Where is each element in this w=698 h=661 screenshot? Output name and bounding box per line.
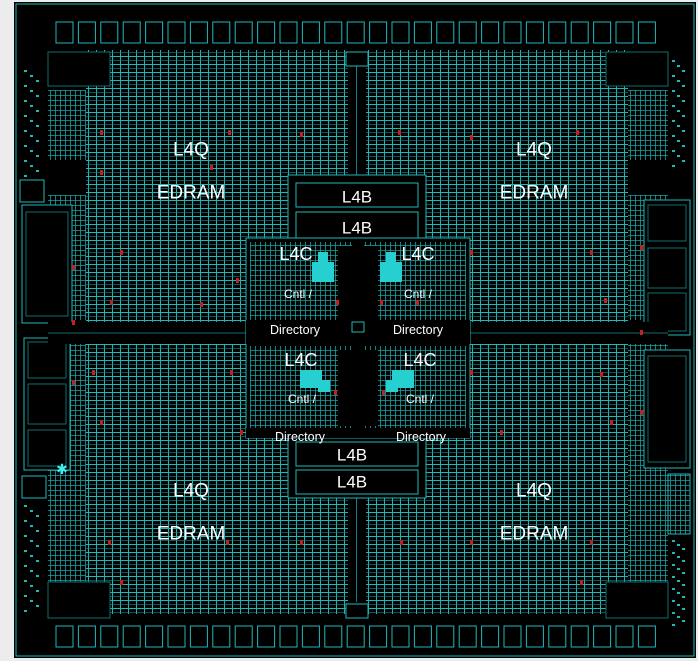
io-pad xyxy=(145,21,164,44)
red-markers xyxy=(72,130,643,585)
l4c-tl-name: L4C xyxy=(279,244,313,264)
l4c-tl-dir: Directory xyxy=(269,322,321,337)
q-bottom-right-type: EDRAM xyxy=(499,523,569,545)
io-pad xyxy=(525,21,544,44)
io-pad xyxy=(525,625,544,648)
io-pad xyxy=(413,625,432,648)
io-pad xyxy=(257,21,276,44)
l4b-block-4 xyxy=(295,469,419,495)
top-io-pads xyxy=(55,21,656,44)
io-pad xyxy=(234,21,253,44)
l4c-bl-name: L4C xyxy=(284,350,318,370)
io-pad xyxy=(458,625,477,648)
l4c-br-name: L4C xyxy=(403,350,437,370)
io-pad xyxy=(637,625,656,648)
io-pad xyxy=(391,21,410,44)
l4c-bl-dir: Directory xyxy=(274,429,326,444)
io-pad xyxy=(503,625,522,648)
io-pad xyxy=(100,21,119,44)
io-pad xyxy=(458,21,477,44)
l4b-block-3 xyxy=(295,441,419,467)
q-bottom-right-name: L4Q xyxy=(516,480,552,502)
io-pad xyxy=(481,625,500,648)
io-pad xyxy=(257,625,276,648)
io-pad xyxy=(369,21,388,44)
io-pad xyxy=(145,625,164,648)
io-pad xyxy=(615,625,634,648)
q-top-right-name: L4Q xyxy=(516,139,552,161)
l4b-label-2: L4B xyxy=(341,218,373,238)
io-pad xyxy=(346,21,365,44)
io-pad xyxy=(548,21,567,44)
l4c-block-bottom-right xyxy=(364,346,466,428)
l4b-label-1: L4B xyxy=(341,187,373,207)
io-pad xyxy=(593,625,612,648)
io-pad xyxy=(122,625,141,648)
io-pad xyxy=(55,21,74,44)
io-pad xyxy=(593,21,612,44)
io-pad xyxy=(436,21,455,44)
io-pad xyxy=(637,21,656,44)
l4c-tr-dir: Directory xyxy=(392,322,444,337)
l4b-block-2 xyxy=(295,211,419,239)
io-pad xyxy=(77,21,96,44)
io-pad xyxy=(55,625,74,648)
io-pad xyxy=(391,625,410,648)
q-top-left-name: L4Q xyxy=(173,139,209,161)
io-pad xyxy=(234,625,253,648)
q-top-right-type: EDRAM xyxy=(499,182,569,204)
io-pad xyxy=(481,21,500,44)
io-pad xyxy=(167,625,186,648)
io-pad xyxy=(212,21,231,44)
io-pad xyxy=(346,625,365,648)
io-pad xyxy=(324,21,343,44)
q-bottom-left-name: L4Q xyxy=(173,480,209,502)
io-pad xyxy=(570,625,589,648)
l4c-block-top-left xyxy=(250,242,352,322)
io-pad xyxy=(279,625,298,648)
io-pad xyxy=(413,21,432,44)
l4c-bl-ctl: Cntl / xyxy=(287,392,317,406)
io-pad xyxy=(189,625,208,648)
io-pad xyxy=(548,625,567,648)
io-pad xyxy=(369,625,388,648)
io-pad xyxy=(324,625,343,648)
bottom-io-pads xyxy=(55,625,656,648)
l4c-tr-name: L4C xyxy=(401,244,435,264)
io-pad xyxy=(77,625,96,648)
io-pad xyxy=(122,21,141,44)
io-pad xyxy=(167,21,186,44)
l4b-label-4: L4B xyxy=(336,472,368,492)
l4c-br-dir: Directory xyxy=(395,429,447,444)
io-pad xyxy=(301,21,320,44)
io-pad xyxy=(301,625,320,648)
svg-text:✱: ✱ xyxy=(56,462,68,478)
io-pad xyxy=(503,21,522,44)
l4c-tl-ctl: Cntl / xyxy=(283,287,313,301)
io-pad xyxy=(212,625,231,648)
io-pad xyxy=(279,21,298,44)
io-pad xyxy=(100,625,119,648)
io-pad xyxy=(189,21,208,44)
l4c-tr-ctl: Cntl / xyxy=(403,287,433,301)
l4b-block-1 xyxy=(295,182,419,208)
q-bottom-left-type: EDRAM xyxy=(156,523,226,545)
q-top-left-type: EDRAM xyxy=(156,182,226,204)
io-pad xyxy=(615,21,634,44)
l4c-br-ctl: Cntl / xyxy=(405,392,435,406)
io-pad xyxy=(570,21,589,44)
io-pad xyxy=(436,625,455,648)
l4b-label-3: L4B xyxy=(336,445,368,465)
